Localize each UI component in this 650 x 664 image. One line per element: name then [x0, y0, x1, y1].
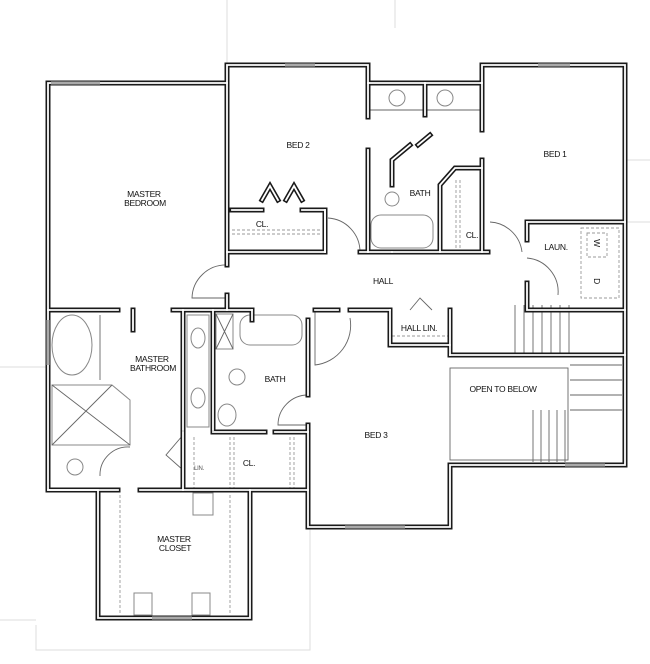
label-closet-lower: CL.: [243, 458, 255, 468]
wall: [389, 141, 414, 188]
closet-rod: [119, 495, 231, 615]
label-washer: W: [592, 239, 602, 247]
sink-icon: [190, 327, 206, 349]
wall-inner: [416, 133, 432, 147]
sink-icon: [436, 89, 454, 107]
bathtub-icon: [239, 314, 303, 346]
wall-inner: [391, 143, 412, 186]
sink-icon: [190, 387, 206, 409]
toilet-icon: [384, 191, 400, 207]
door-swing: [99, 446, 131, 477]
label-bath-lower: BATH: [265, 374, 286, 384]
dresser-icon: [191, 592, 211, 616]
wall-inner: [231, 209, 326, 253]
label-master-bedroom: MASTER BEDROOM: [124, 189, 166, 208]
washer-icon: [586, 232, 608, 258]
door-swing: [409, 297, 433, 311]
label-laundry: LAUN.: [544, 242, 568, 252]
label-dryer: D: [592, 278, 602, 284]
label-bed-2: BED 2: [286, 140, 310, 150]
wall-inner: [47, 64, 626, 619]
shower-drain-lines: [51, 384, 131, 446]
open-area: [449, 367, 569, 461]
wall-inner: [526, 282, 626, 311]
label-master-closet: MASTER CLOSET: [157, 534, 193, 553]
door-swing: [327, 217, 361, 253]
site-line: [35, 527, 311, 651]
toilet-icon: [66, 458, 84, 476]
wall-inner: [260, 184, 304, 202]
door-swing: [191, 264, 228, 299]
walls: [45, 62, 628, 621]
label-hall: HALL: [373, 276, 394, 286]
closet-rod: [229, 437, 295, 488]
wall: [45, 62, 628, 621]
door-swing: [314, 310, 352, 366]
label-master-bathroom: MASTER BATHROOM: [130, 354, 176, 373]
bathtub-icon: [51, 314, 93, 376]
fixtures: [51, 89, 622, 616]
label-linen: LIN.: [194, 466, 204, 472]
door-swing: [277, 394, 309, 426]
washer-dryer-area: [580, 227, 620, 299]
door-swing: [165, 434, 184, 471]
dresser-icon: [133, 592, 153, 616]
bench-icon: [192, 492, 214, 516]
closet-rod: [232, 229, 322, 235]
wall: [229, 207, 328, 255]
label-bed-1: BED 1: [543, 149, 567, 159]
label-hall-linen: HALL LIN.: [401, 323, 437, 333]
label-open-to-below: OPEN TO BELOW: [469, 384, 536, 394]
wall-inner: [389, 309, 451, 356]
bathtub-icon: [370, 214, 434, 249]
door-swing: [489, 221, 523, 253]
label-closet-bed1: CL.: [466, 230, 478, 240]
room-labels: MASTER BEDROOM BED 2 BATH BED 1 CL. CL. …: [124, 140, 602, 553]
wall-inner: [439, 167, 483, 253]
label-closet-bed2: CL.: [256, 219, 268, 229]
label-bath-upper: BATH: [410, 188, 431, 198]
door-swing: [526, 257, 559, 296]
sink-icon: [388, 89, 406, 107]
toilet-icon: [228, 368, 246, 386]
sink-icon: [217, 403, 237, 427]
cabinet-x: [215, 313, 234, 350]
label-bed-3: BED 3: [364, 430, 388, 440]
closet-rod: [455, 180, 461, 250]
